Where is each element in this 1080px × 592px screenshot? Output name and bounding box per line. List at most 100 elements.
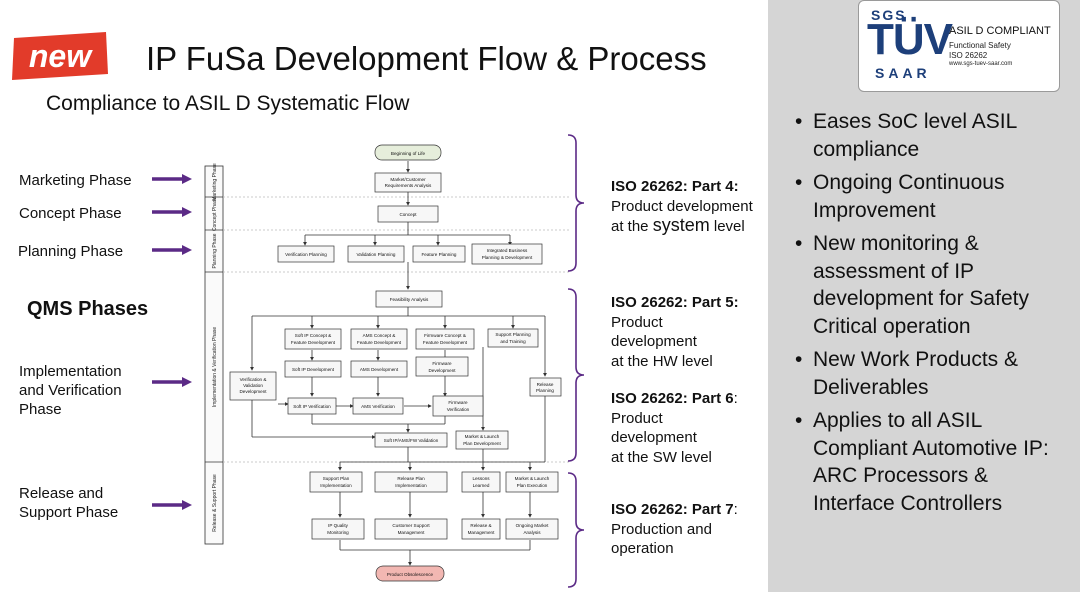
page-subtitle: Compliance to ASIL D Systematic Flow (46, 92, 410, 115)
node-fw-concept-1: Firmware Concept & (424, 333, 466, 338)
lane-implementation: Implementation & Verification Phase (212, 327, 218, 408)
lane-planning: Planning Phase (212, 233, 218, 268)
phase-label-concept: Concept Phase (19, 205, 122, 222)
node-release-mgmt-2: Management (468, 530, 496, 535)
node-fw-concept-2: Feature Development (423, 340, 468, 345)
node-feature-planning: Feature Planning (422, 252, 457, 257)
node-fw-dev-1: Firmware (432, 361, 452, 366)
node-lessons-1: Lessons (472, 476, 490, 481)
iso-part6-line2: development (611, 429, 697, 446)
node-concept: Concept (399, 212, 417, 217)
node-integrated-2: Planning & Development (482, 255, 533, 260)
node-ams-ver: AMS Verification (361, 404, 395, 409)
node-release-impl-2: Implementation (395, 483, 427, 488)
node-ip-quality-2: Monitoring (327, 530, 349, 535)
phase-label-marketing: Marketing Phase (19, 172, 132, 189)
node-fw-ver-1: Firmware (448, 400, 468, 405)
iso-part7: ISO 26262: Part 7: Production and operat… (611, 500, 771, 559)
arrow-marketing (152, 174, 192, 184)
tuv-compliant: ASIL D COMPLIANT (949, 25, 1051, 37)
iso-part4-line1: Product development (611, 197, 753, 215)
arrow-release (152, 500, 192, 510)
iso-part7-line2: operation (611, 540, 674, 557)
lane-release: Release & Support Phase (212, 474, 218, 532)
process-flowchart: Marketing Phase Concept Phase Planning P… (204, 144, 570, 582)
iso-part4-line2: at the system level (611, 215, 745, 235)
node-mlp-dev-1: Market & Launch (465, 434, 500, 439)
iso-part5-line3: at the HW level (611, 352, 713, 370)
node-vv-dev-2: Validation (243, 383, 263, 388)
arrow-concept (152, 207, 192, 217)
node-integrated-1: Integrated Business (487, 248, 528, 253)
iso-part7-line1: Production and (611, 520, 712, 538)
qms-phases-label: QMS Phases (27, 298, 149, 320)
iso-part5: ISO 26262: Part 5: Product development a… (611, 293, 771, 371)
node-vv-dev-1: Verification & (240, 377, 267, 382)
arrow-implementation (152, 377, 192, 387)
iso-part4: ISO 26262: Part 4: Product development a… (611, 177, 771, 237)
node-lessons-2: Learned (473, 483, 490, 488)
iso-part6-header: ISO 26262: Part 6 (611, 390, 734, 407)
node-ip-quality-1: IP Quality (328, 523, 349, 528)
node-release-planning-1: Release (537, 382, 554, 387)
node-ams-dev: AMS Development (360, 367, 399, 372)
node-mcra-2: Requirements Analysis (385, 183, 432, 188)
brace-part7 (567, 472, 585, 588)
node-cust-support-2: Management (398, 530, 426, 535)
node-ams-concept-1: AMS Concept & (363, 333, 396, 338)
node-soft-ip-ver: Soft IP Verification (293, 404, 331, 409)
iso-part6-line1: Product (611, 409, 663, 427)
new-badge-label: new (29, 38, 93, 74)
iso-part6-line3: at the SW level (611, 448, 712, 466)
node-fw-ver-2: Verification (447, 407, 470, 412)
node-vv-dev-3: Development (239, 389, 267, 394)
tuv-line1: Functional Safety (949, 41, 1011, 50)
right-panel (768, 0, 1080, 592)
node-soft-ip-concept-2: Feature Development (291, 340, 336, 345)
node-mcra-1: Market/Customer (390, 177, 426, 182)
list-item: •Eases SoC level ASIL compliance (795, 110, 1017, 161)
node-ongoing-market-1: Ongoing Market (516, 523, 549, 528)
tuv-saar: SAAR (875, 65, 931, 81)
node-verification-planning: Verification Planning (285, 252, 327, 257)
lane-marketing: Marketing Phase (212, 163, 218, 201)
node-support-impl-1: Support Plan (323, 476, 350, 481)
node-fw-dev-2: Development (428, 368, 456, 373)
node-beginning-of-life: Beginning of Life (391, 151, 426, 156)
phase-label-implementation: Implementation and Verification Phase (19, 363, 122, 418)
tuv-line2: ISO 26262 (949, 51, 988, 60)
iso-part4-header: ISO 26262: Part 4: (611, 178, 739, 195)
phase-label-planning: Planning Phase (18, 243, 124, 260)
node-support-planning-1: Support Planning (495, 332, 531, 337)
new-badge: new (12, 32, 108, 80)
tuv-certification-logo: SGS TÜV SAAR ASIL D COMPLIANT Functional… (858, 0, 1060, 92)
node-support-impl-2: Implementation (320, 483, 352, 488)
brace-part5-6 (567, 288, 585, 462)
iso-part7-header: ISO 26262: Part 7 (611, 501, 734, 518)
list-item: •Ongoing Continuous Improvement (795, 171, 1005, 222)
node-feasibility: Feasibility Analysis (390, 297, 429, 302)
node-product-obsolescence: Product Obsolescence (387, 572, 434, 577)
node-release-planning-2: Planning (536, 388, 554, 393)
node-support-planning-2: and Training (500, 339, 526, 344)
node-release-mgmt-1: Release & (470, 523, 491, 528)
benefits-list: •Eases SoC level ASIL compliance •Ongoin… (795, 108, 1065, 523)
node-cust-support-1: Customer Support (392, 523, 430, 528)
node-soft-ip-concept-1: Soft IP Concept & (295, 333, 331, 338)
node-mlp-exec-2: Plan Execution (517, 483, 548, 488)
node-release-impl-1: Release Plan (397, 476, 425, 481)
arrow-planning (152, 245, 192, 255)
iso-part5-line2: development (611, 333, 697, 350)
node-validation: Soft IP/AMS/FW Validation (384, 438, 439, 443)
node-mlp-dev-2: Plan Development (463, 441, 501, 446)
tuv-line3: www.sgs-tuev-saar.com (949, 61, 1013, 67)
tuv-brand: TÜV (867, 15, 953, 64)
phase-label-release: Release and Support Phase (19, 485, 119, 521)
page-title: IP FuSa Development Flow & Process (146, 40, 707, 77)
list-item: •New Work Products & Deliverables (795, 348, 1019, 399)
node-ams-concept-2: Feature Development (357, 340, 402, 345)
iso-part5-header: ISO 26262: Part 5: (611, 294, 739, 311)
node-soft-ip-dev: Soft IP Development (292, 367, 335, 372)
node-mlp-exec-1: Market & Launch (515, 476, 550, 481)
list-item: •Applies to all ASIL Compliant Automotiv… (795, 409, 1049, 515)
